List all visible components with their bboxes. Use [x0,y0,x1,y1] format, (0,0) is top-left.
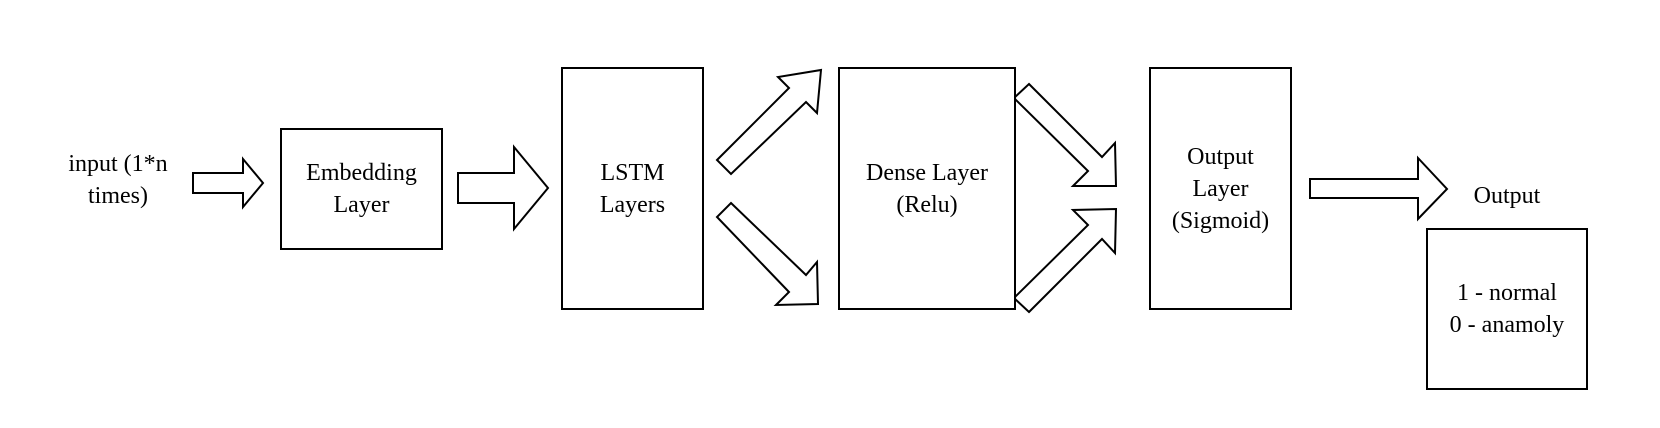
arrow-embedding-to-lstm [457,144,550,232]
output-layer-box: Output Layer (Sigmoid) [1149,67,1292,310]
output-label: Output [1455,178,1559,214]
embedding-layer-text: Embedding Layer [306,160,417,218]
arrow-lstm-to-dense-upper [715,68,823,176]
arrow-dense-to-output-lower [1012,207,1118,314]
output-label-text: Output [1473,183,1541,209]
input-label: input (1*n times) [48,145,188,215]
lstm-layers-text: LSTM Layers [599,159,666,218]
arrow-output-layer-to-output [1309,155,1449,222]
arrow-input-to-embedding [192,156,265,210]
arrow-dense-to-output-upper [1012,82,1118,187]
input-label-text: input (1*n times) [68,151,168,209]
output-result-box: 1 - normal 0 - anamoly [1426,228,1588,390]
dense-layer-text: Dense Layer (Relu) [866,159,988,218]
output-layer-text: Output Layer (Sigmoid) [1171,143,1270,234]
dense-layer-box: Dense Layer (Relu) [838,67,1016,310]
embedding-layer-box: Embedding Layer [280,128,443,250]
output-result-text: 1 - normal 0 - anamoly [1449,280,1565,338]
arrow-lstm-to-dense-lower [715,201,820,307]
lstm-layers-box: LSTM Layers [561,67,704,310]
